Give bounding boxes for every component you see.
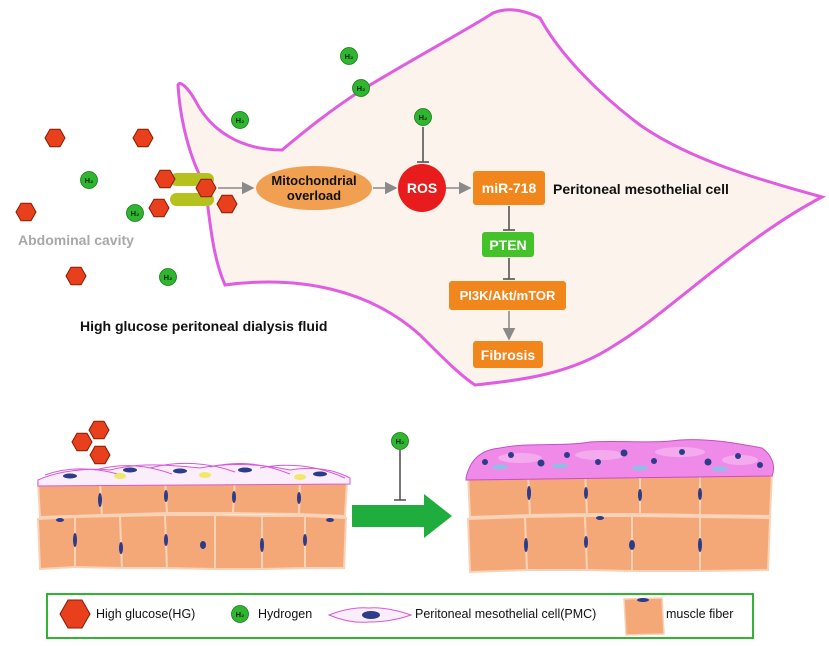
transition-arrow [352, 494, 452, 538]
mir-718-node [473, 171, 545, 205]
tissue-left [36, 462, 351, 571]
legend-muscle-label: muscle fiber [666, 607, 734, 621]
legend-hg-label: High glucose(HG) [96, 607, 196, 621]
ros-node [398, 164, 446, 212]
mito-line-1: Mitochondrial [271, 173, 357, 188]
legend-glucose-icon [59, 599, 91, 629]
pten-text: PTEN [489, 236, 527, 253]
mir-718-text: miR-718 [481, 180, 537, 196]
pathway-arrows [218, 181, 516, 341]
mitochondrial-overload-node [256, 166, 372, 210]
mitochondrial-overload-text: Mitochondrial overload [256, 169, 372, 207]
glucose-molecules-bottom [71, 420, 111, 465]
peritoneal-mesothelial-cell-label: Peritoneal mesothelial cell [553, 181, 729, 197]
tissue-right-fibrotic [465, 439, 775, 574]
pi3k-akt-mtor-text: PI3K/Akt/mTOR [459, 288, 556, 303]
mito-line-2: overload [286, 188, 342, 203]
legend-pmc-label: Peritoneal mesothelial cell(PMC) [415, 607, 597, 621]
fibrosis-node [473, 341, 543, 368]
ros-text: ROS [406, 180, 438, 196]
legend-muscle-icon [623, 597, 665, 636]
inhibition-bars [417, 127, 515, 280]
fibrosis-text: Fibrosis [480, 346, 536, 363]
legend-hydrogen-icon [231, 605, 249, 623]
legend-hydrogen-label: Hydrogen [258, 607, 313, 621]
pten-node [482, 232, 534, 257]
hydrogen-treatment-inhibitor [391, 432, 409, 501]
pi3k-akt-mtor-node [449, 281, 566, 310]
dialysis-fluid-label: High glucose peritoneal dialysis fluid [80, 318, 328, 334]
abdominal-cavity-label: Abdominal cavity [18, 232, 134, 248]
